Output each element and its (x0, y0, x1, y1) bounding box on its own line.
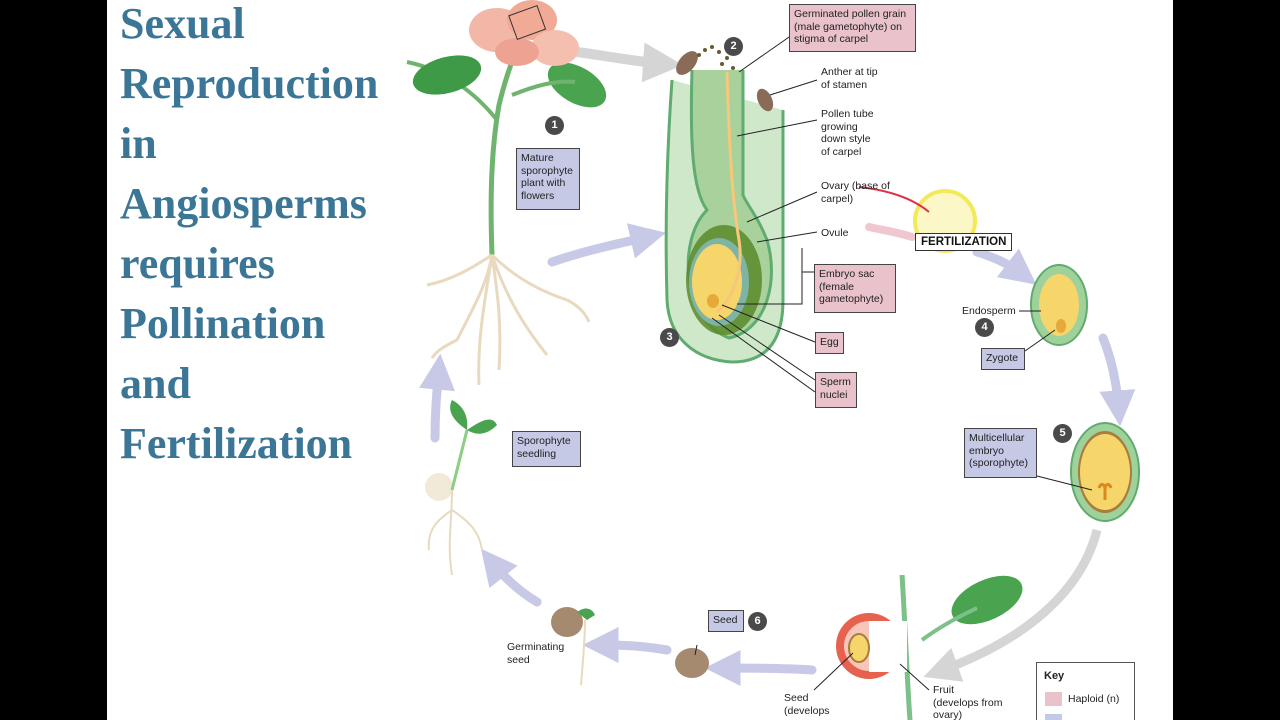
step-badge-3: 3 (660, 328, 679, 347)
step-badge-5: 5 (1053, 424, 1072, 443)
fertilization-pink-arrow (865, 223, 916, 241)
seed-box: Seed (708, 610, 744, 632)
embryo-sac-box: Embryo sac (female gametophyte) (814, 264, 896, 313)
haploid-label: Haploid (n) (1068, 693, 1120, 705)
sperm-nuclei-box: Sperm nuclei (815, 372, 857, 408)
title-line: Pollination (120, 299, 326, 348)
step-badge-4: 4 (975, 318, 994, 337)
multicellular-embryo-box: Multicellular embryo (sporophyte) (964, 428, 1037, 478)
step-badge-2: 2 (724, 37, 743, 56)
key-title: Key (1044, 670, 1065, 682)
title-line: requires (120, 239, 275, 288)
title-line: Reproduction (120, 59, 379, 108)
germinating-seed-label: Germinating seed (507, 641, 565, 666)
title-line: Angiosperms (120, 179, 367, 228)
key-legend: Key Haploid (n) (1036, 662, 1135, 720)
sporophyte-seedling-box: Sporophyte seedling (512, 431, 581, 467)
mature-plant-box: Mature sporophyte plant with flowers (516, 148, 580, 210)
haploid-swatch (1045, 692, 1062, 706)
carpel-illustration (664, 45, 785, 364)
diploid-swatch (1045, 714, 1062, 720)
embryo-ovule-illustration (1070, 422, 1140, 522)
pollen-tube-label: Pollen tube growing down style of carpel (821, 108, 874, 158)
cycle-arrows (419, 223, 1136, 687)
zygote-box: Zygote (981, 348, 1025, 370)
title-line: Sexual (120, 0, 245, 48)
fertilization-label: FERTILIZATION (915, 233, 1013, 251)
ovary-label: Ovary (base of carpel) (821, 180, 890, 205)
seed-illustration (675, 648, 709, 678)
germinating-seed-illustration (551, 607, 595, 686)
zygote-ovule-illustration (1030, 264, 1088, 346)
fruit-illustration (836, 574, 1023, 720)
life-cycle-diagram (406, 0, 1140, 720)
title-line: in (120, 119, 157, 168)
seed-develops-label: Seed (develops (784, 692, 830, 717)
pollen-grain-box: Germinated pollen grain (male gametophyt… (789, 4, 916, 52)
endosperm-label: Endosperm (962, 305, 1016, 317)
anther-label: Anther at tip of stamen (821, 66, 878, 91)
leader-lines (694, 34, 1093, 691)
step-badge-1: 1 (545, 116, 564, 135)
fruit-arrow (923, 528, 1102, 682)
step-badge-6: 6 (748, 612, 767, 631)
red-annotation (858, 186, 930, 213)
slide: Sexual Reproduction in Angiosperms requi… (107, 0, 1173, 720)
mature-plant-illustration (406, 0, 607, 386)
title-line: Fertilization (120, 419, 353, 468)
pollination-arrow (576, 42, 683, 83)
seedling-illustration (425, 400, 497, 576)
fruit-label: Fruit (develops from ovary) (933, 684, 1003, 720)
title-line: and (120, 359, 191, 408)
egg-box: Egg (815, 332, 844, 354)
ovule-label: Ovule (821, 227, 849, 239)
